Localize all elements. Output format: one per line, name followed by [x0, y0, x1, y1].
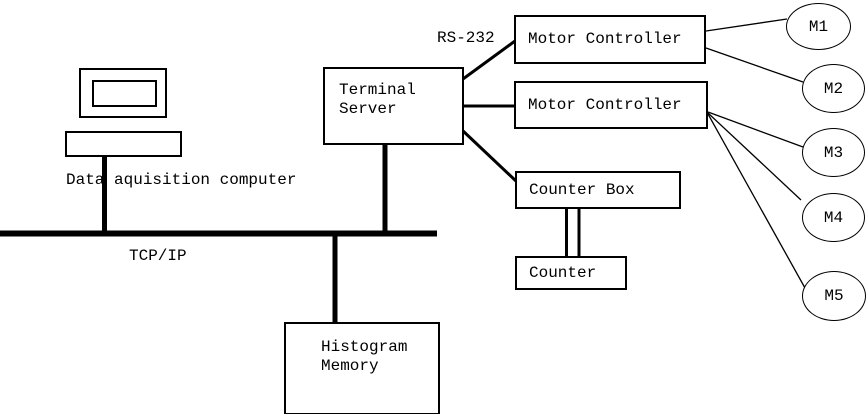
- motor-label-m2: M2: [823, 79, 844, 98]
- tcpip-label: TCP/IP: [129, 247, 187, 265]
- motor-label-m3: M3: [823, 143, 844, 162]
- motor-label-m5: M5: [824, 287, 844, 305]
- motor-label-m4: M4: [823, 208, 844, 227]
- terminal-server-box: Terminal Server: [323, 67, 464, 145]
- motor-controller-1-box: Motor Controller: [514, 15, 706, 64]
- motor-controller-2-box: Motor Controller: [514, 81, 708, 129]
- motor-controller-2-to-m4-line: [707, 112, 802, 201]
- motor-node-m1: M1: [786, 3, 851, 50]
- counter-box: Counter Box: [515, 171, 681, 209]
- motor-node-m3: M3: [802, 128, 865, 177]
- terminal-server-to-counter-box-line: [460, 128, 519, 184]
- computer-monitor-icon: [79, 68, 167, 118]
- motor-node-m4: M4: [802, 193, 865, 242]
- motor-node-m5: M5: [802, 271, 866, 321]
- counter-box-counter: Counter: [515, 256, 627, 290]
- computer-caption: Data aquisition computer: [66, 171, 297, 189]
- motor-node-m2: M2: [802, 64, 865, 113]
- computer-keyboard-icon: [65, 131, 182, 157]
- motor-label-m1: M1: [808, 17, 829, 36]
- rs232-label: RS-232: [437, 29, 495, 47]
- motor-controller-2-to-m3-line: [707, 111, 804, 148]
- computer-screen-icon: [92, 80, 157, 107]
- motor-controller-1-to-m1-line: [705, 18, 788, 32]
- histogram-memory-box: Histogram Memory: [284, 322, 440, 414]
- motor-controller-2-to-m5-line: [707, 113, 806, 289]
- motor-controller-1-to-m2-line: [705, 47, 804, 83]
